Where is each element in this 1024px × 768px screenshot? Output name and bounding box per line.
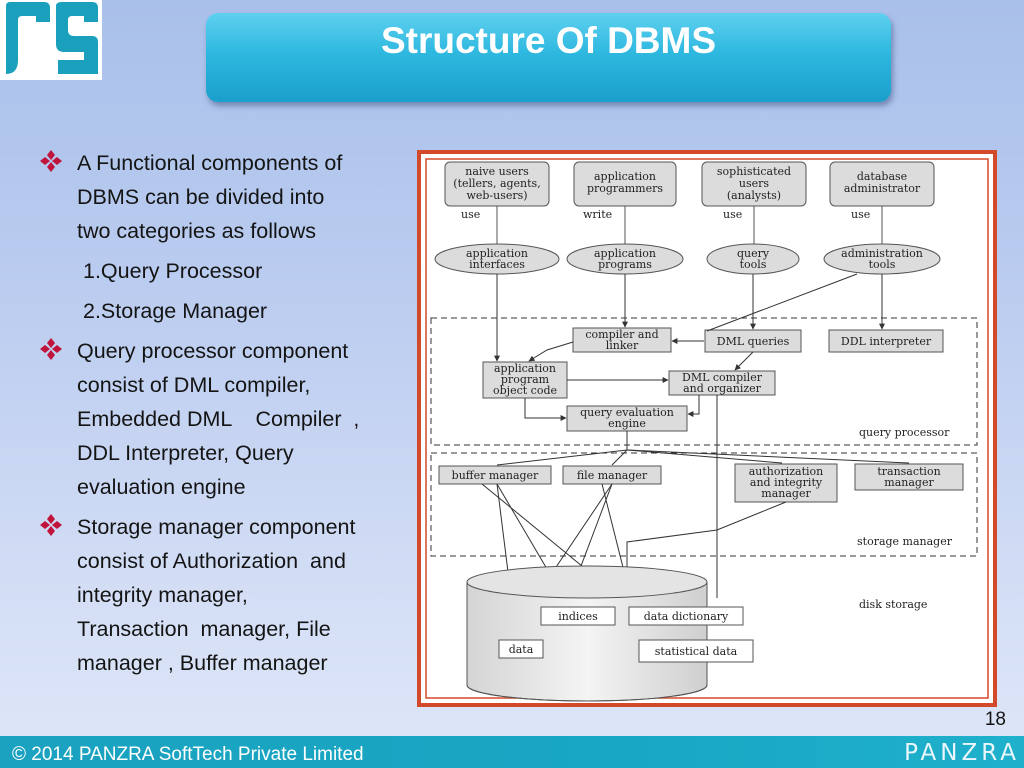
disk-storage-label: disk storage — [859, 598, 927, 611]
footer-brand-logo: PANZRA — [904, 740, 1020, 766]
bullet-item-query-processor: Query processor component consist of DML… — [38, 334, 418, 504]
bullet-line: DDL Interpreter, Query — [77, 441, 294, 465]
bullet-item-components: A Functional components of DBMS can be d… — [38, 146, 418, 248]
auth-integrity-box — [734, 463, 838, 503]
tool-label: programs — [598, 258, 652, 271]
statistical-data-box — [638, 639, 754, 663]
dml-compiler-box — [668, 370, 776, 396]
qp-box-label: linker — [606, 339, 639, 352]
indices-box — [540, 606, 616, 626]
sm-box-label: file manager — [577, 469, 648, 482]
bullet-line: evaluation engine — [77, 475, 246, 499]
sm-box-label: buffer manager — [452, 469, 539, 482]
qp-box-label: program — [501, 373, 550, 386]
sub-item-storage-manager: 2.Storage Manager — [83, 299, 268, 323]
disk-box-label: data dictionary — [644, 610, 729, 623]
bullet-item-storage-manager: Storage manager component consist of Aut… — [38, 510, 418, 680]
bullet-line: Storage manager component — [77, 515, 356, 539]
storage-manager-region — [430, 452, 978, 557]
app-programmers-label: programmers — [587, 182, 663, 195]
naive-users-label: (tellers, agents, — [453, 177, 540, 190]
disk-box-label: data — [509, 643, 534, 656]
data-dictionary-box — [628, 606, 744, 626]
naive-users-label: web-users) — [466, 189, 527, 202]
naive-users-label: naive users — [465, 165, 529, 178]
tool-label: query — [737, 247, 770, 260]
write-label: write — [583, 208, 612, 221]
query-eval-engine-box — [566, 405, 688, 432]
sm-box-label: and integrity — [750, 476, 823, 489]
footer-copyright: © 2014 PANZRA SoftTech Private Limited — [12, 744, 364, 765]
bullet-line: manager , Buffer manager — [77, 651, 328, 675]
panzra-logo — [0, 0, 102, 80]
query-processor-region — [430, 317, 978, 446]
sm-box-label: manager — [884, 476, 934, 489]
use-label: use — [461, 208, 480, 221]
figure-frame — [417, 150, 997, 707]
tool-label: application — [594, 247, 656, 260]
bullet-line: consist of Authorization and — [77, 549, 346, 573]
footer-bar: © 2014 PANZRA SoftTech Private Limited P… — [0, 736, 1024, 768]
bullet-line: DBMS can be divided into — [77, 185, 325, 209]
disk-storage-cylinder — [466, 565, 708, 702]
tool-label: application — [466, 247, 528, 260]
sophisticated-users-label: sophisticated — [717, 165, 791, 178]
ddl-interpreter-box — [828, 329, 944, 353]
bullet-line: A Functional components of — [77, 151, 343, 175]
sophisticated-users-label: (analysts) — [727, 189, 781, 202]
data-box — [498, 639, 544, 659]
tool-label: tools — [740, 258, 767, 271]
bullet-list: A Functional components of DBMS can be d… — [38, 146, 418, 680]
bullet-line: Query processor component — [77, 339, 349, 363]
bullet-line: consist of DML compiler, — [77, 373, 311, 397]
page-title: Structure Of DBMS — [380, 20, 717, 61]
qp-box-label: query evaluation — [580, 406, 674, 419]
sophisticated-users-label: users — [739, 177, 769, 190]
qp-box-label: object code — [493, 384, 557, 397]
tool-label: interfaces — [469, 258, 525, 271]
tool-label: tools — [869, 258, 896, 271]
dba-label: administrator — [844, 182, 921, 195]
app-object-code-box — [482, 361, 568, 399]
use-label: use — [723, 208, 742, 221]
title-banner: Structure Of DBMS — [206, 13, 891, 102]
bullet-line: Embedded DML Compiler , — [77, 407, 360, 431]
query-processor-label: query processor — [859, 426, 950, 439]
diamond-bullet-icon — [40, 150, 62, 172]
qp-box-label: and organizer — [683, 382, 762, 395]
storage-manager-label: storage manager — [857, 535, 953, 548]
diamond-bullet-icon — [40, 514, 62, 536]
tool-label: administration — [841, 247, 923, 260]
logo-mark-icon — [6, 2, 98, 74]
compiler-linker-box — [572, 327, 672, 353]
sm-box-label: manager — [761, 487, 811, 500]
bullet-line: integrity manager, — [77, 583, 248, 607]
qp-box-label: engine — [608, 417, 646, 430]
dbms-structure-diagram: naive users (tellers, agents, web-users)… — [417, 147, 997, 707]
transaction-manager-box — [854, 463, 964, 491]
buffer-manager-box — [438, 465, 552, 485]
qp-box-label: DDL interpreter — [841, 335, 932, 348]
qp-box-label: DML queries — [717, 335, 790, 348]
qp-box-label: DML compiler — [682, 371, 763, 384]
page-number: 18 — [984, 709, 1006, 730]
disk-box-label: indices — [558, 610, 598, 623]
dba-label: database — [857, 170, 907, 183]
sub-item-query-processor: 1.Query Processor — [83, 259, 263, 283]
sm-box-label: authorization — [749, 465, 824, 478]
sm-box-label: transaction — [877, 465, 940, 478]
bullet-line: Transaction manager, File — [77, 617, 331, 641]
qp-box-label: compiler and — [585, 328, 658, 341]
disk-box-label: statistical data — [655, 645, 738, 658]
bullet-line: two categories as follows — [77, 219, 316, 243]
app-programmers-label: application — [594, 170, 656, 183]
qp-box-label: application — [494, 362, 556, 375]
use-label: use — [851, 208, 870, 221]
diamond-bullet-icon — [40, 338, 62, 360]
